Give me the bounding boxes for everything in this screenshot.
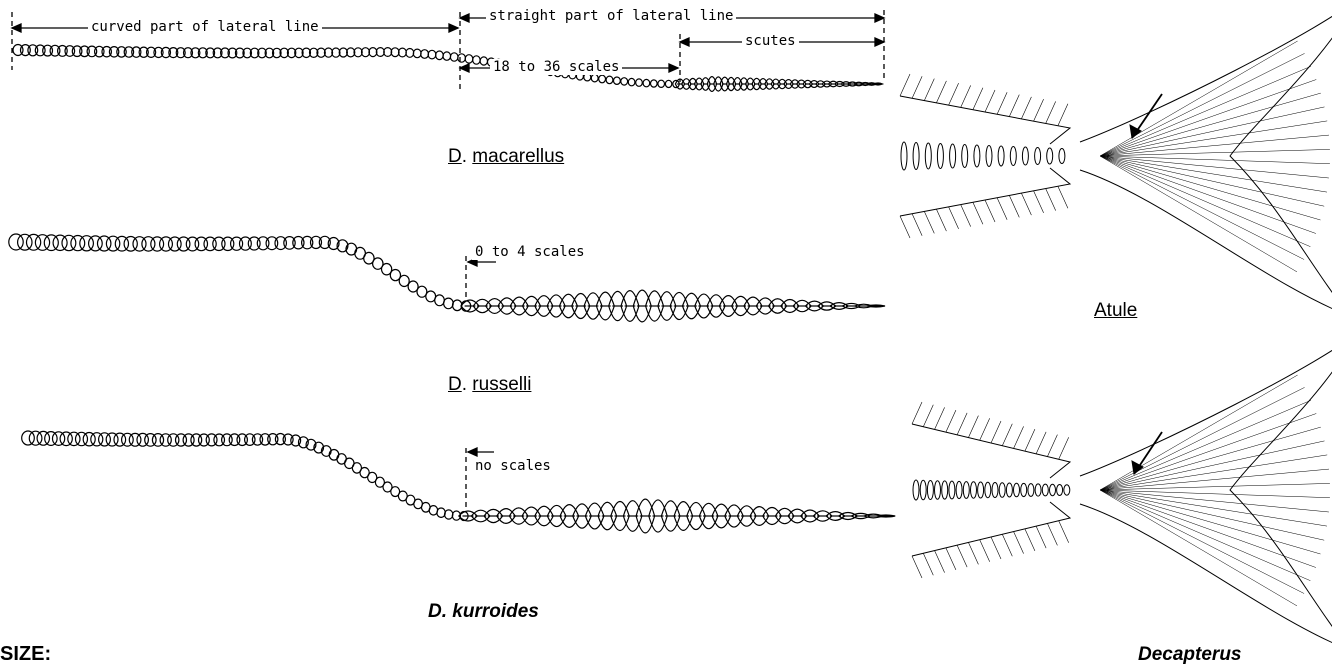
lateral-line-d-russelli	[9, 234, 885, 322]
tail-decapterus	[912, 330, 1332, 650]
caption-d-kurroides: D. kurroides	[428, 601, 539, 623]
size-heading: SIZE:	[0, 643, 51, 666]
genus-abbrev: D	[448, 374, 462, 395]
label-0-4-scales: 0 to 4 scales	[472, 244, 588, 260]
lateral-line-d-macarellus	[13, 45, 883, 92]
genus-abbrev: D	[448, 146, 462, 167]
species-epithet: russelli	[472, 374, 531, 395]
label-curved-part: curved part of lateral line	[88, 19, 322, 35]
tail-atule	[900, 0, 1332, 316]
label-scutes: scutes	[742, 33, 799, 49]
lateral-line-d-kurroides	[22, 431, 896, 533]
label-18-36-scales: 18 to 36 scales	[490, 59, 622, 75]
caption-d-russelli: D. russelli	[448, 374, 531, 396]
caption-d-macarellus: D. macarellus	[448, 146, 564, 168]
label-no-scales: no scales	[472, 458, 554, 474]
label-straight-part: straight part of lateral line	[486, 8, 736, 24]
caudal-fin-drawings	[900, 0, 1332, 650]
dimension-lines	[12, 10, 884, 510]
caption-decapterus: Decapterus	[1138, 644, 1242, 666]
fish-lateral-lines	[9, 45, 895, 533]
species-epithet: macarellus	[472, 146, 564, 167]
caption-atule: Atule	[1094, 300, 1137, 322]
